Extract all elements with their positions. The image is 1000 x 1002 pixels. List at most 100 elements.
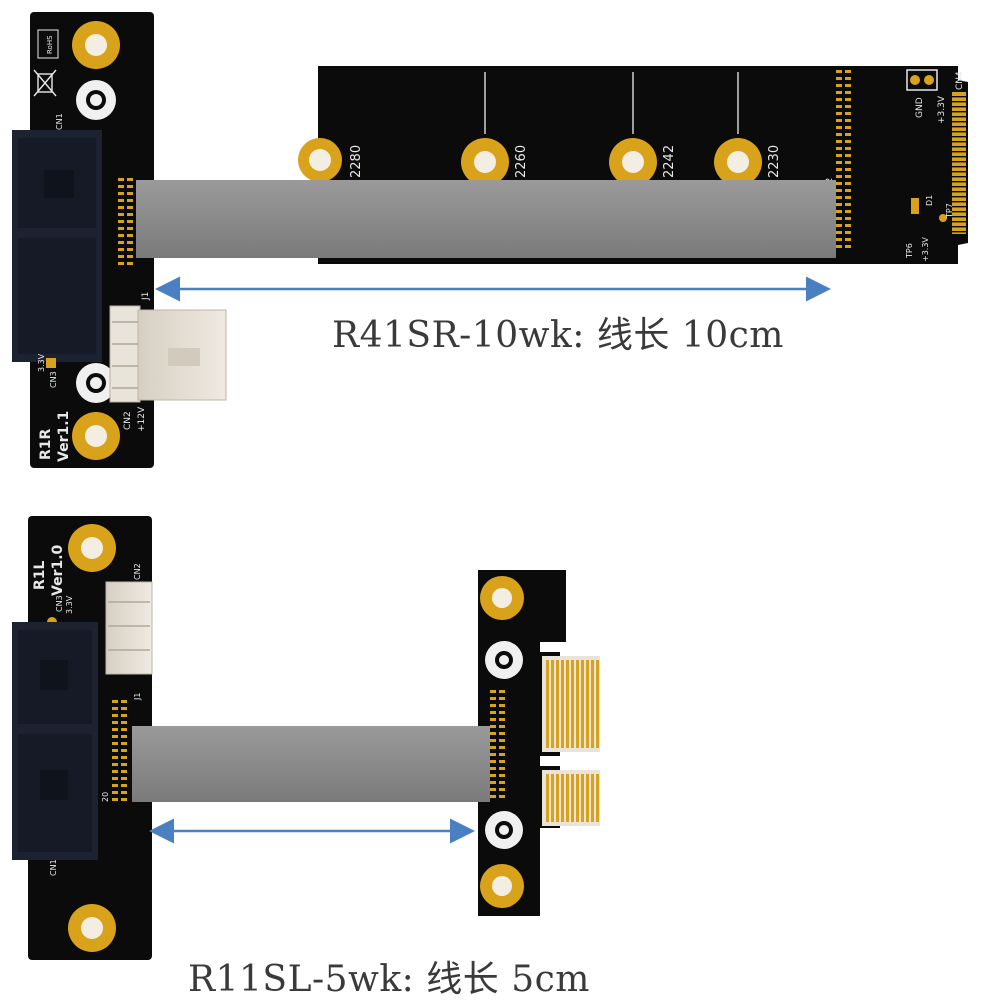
r1r-hole-top [72,21,120,69]
finger-gap [952,101,966,103]
gold-finger [581,660,584,748]
solder-pad [845,196,851,199]
solder-pad [836,112,842,115]
solder-pad [845,168,851,171]
solder-pad [121,777,127,780]
pcie-x1-slot-bottom [12,622,98,860]
finger-gap [952,221,966,223]
label-2242: 2242 [662,145,677,178]
finger-gap [952,106,966,108]
label-m2-33v: +3.3V [937,95,947,124]
label-j1-r1l: J1 [133,693,142,701]
solder-pad [127,255,133,258]
solder-pad [499,788,505,791]
solder-pad [845,238,851,241]
solder-pad [836,105,842,108]
r1l-hole-top [68,524,116,572]
label-model-r1r: R1R [38,428,54,460]
solder-pad [845,84,851,87]
solder-pad [836,84,842,87]
gold-finger [591,660,594,748]
solder-pad [121,700,127,703]
finger-gap [952,126,966,128]
power-connector-bottom [105,581,153,675]
solder-pad [127,262,133,265]
solder-pad [845,161,851,164]
finger-gap [952,136,966,138]
solder-pad [127,185,133,188]
solder-pad [127,234,133,237]
solder-pad [490,725,496,728]
solder-pad [118,213,124,216]
solder-pad [845,112,851,115]
solder-pad [836,217,842,220]
solder-pad [118,178,124,181]
x1-gold-fingers-upper [542,656,600,752]
solder-pad [490,697,496,700]
m2-mounting-hole-2260 [461,138,509,186]
finger-gap [952,191,966,193]
solder-pad [845,245,851,248]
solder-pad [118,185,124,188]
gold-finger [546,774,549,822]
solder-pad [499,767,505,770]
label-rohs: RoHS [46,35,54,54]
gold-finger [571,660,574,748]
solder-pad [121,721,127,724]
solder-pad [112,714,118,717]
finger-gap [952,111,966,113]
x1-hole-bottom [480,864,524,908]
solder-pad [118,234,124,237]
solder-pad [845,231,851,234]
solder-pad [836,126,842,129]
finger-gap [952,231,966,233]
solder-pad [490,711,496,714]
label-tp7: TP7 [945,203,954,219]
solder-pad [118,241,124,244]
label-model-r1l: R1L [32,560,48,590]
power-connector-cn2 [109,305,227,403]
solder-pad [845,133,851,136]
label-2280: 2280 [349,145,364,178]
r1l-board: R1L Ver1.0 CN3 3.3V CN2 J1 20 CN1 [12,516,152,960]
solder-pad [112,791,118,794]
solder-pad [127,213,133,216]
gold-finger [571,774,574,822]
solder-pad [845,140,851,143]
solder-pad [127,192,133,195]
solder-pad [845,126,851,129]
solder-pad [127,220,133,223]
finger-gap [952,176,966,178]
gold-finger [576,774,579,822]
ribbon-cable-bottom [132,726,490,802]
solder-pad [112,707,118,710]
solder-pad [499,690,505,693]
solder-pad [845,217,851,220]
solder-pad [490,781,496,784]
solder-pad [121,735,127,738]
solder-pad [836,161,842,164]
solder-pad [490,746,496,749]
solder-pad [121,742,127,745]
gold-finger [556,660,559,748]
solder-pad [490,739,496,742]
label-cn4: CN4 [955,71,965,90]
label-2230: 2230 [767,145,782,178]
solder-pad [836,238,842,241]
solder-pad [499,704,505,707]
solder-pad [845,203,851,206]
solder-pad [118,220,124,223]
solder-pad [845,91,851,94]
x1-pad-column [490,690,505,798]
solder-pad [836,133,842,136]
solder-pad [118,248,124,251]
finger-gap [952,96,966,98]
r1r-pad-column [118,178,133,265]
solder-pad [118,199,124,202]
label-version-r1l: Ver1.0 [50,544,66,596]
solder-pad [112,749,118,752]
label-d1: D1 [925,195,934,206]
ribbon-cable-top [136,180,836,258]
solder-pad [836,154,842,157]
solder-pad [127,178,133,181]
